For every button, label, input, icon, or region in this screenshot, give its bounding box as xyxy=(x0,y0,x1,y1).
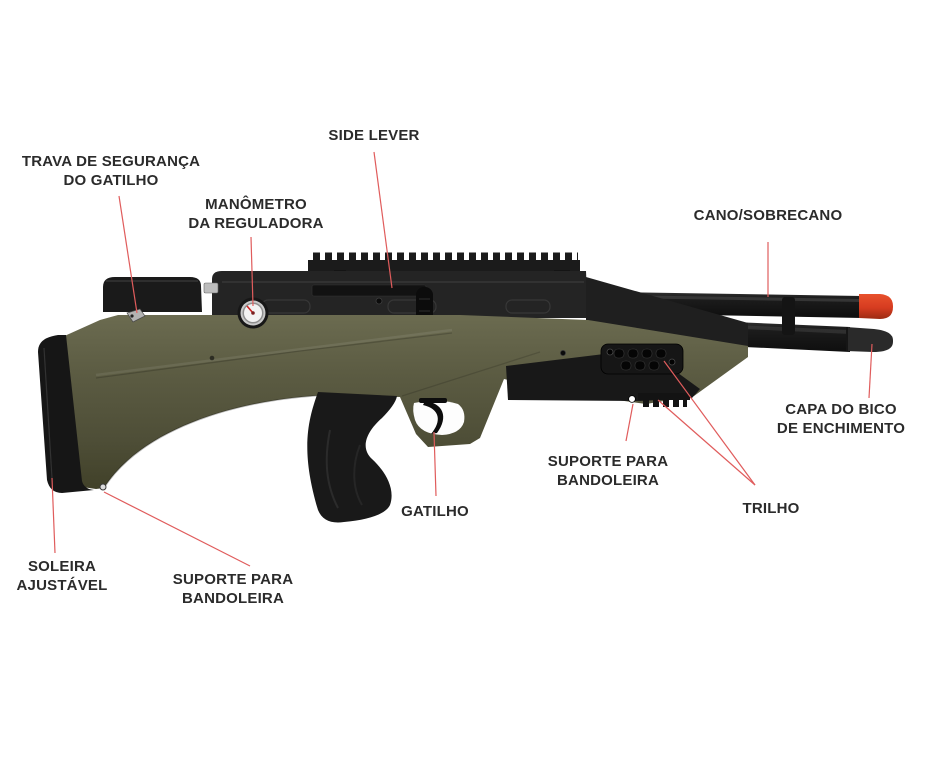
label-trilho: TRILHO xyxy=(742,500,800,517)
barrel-band xyxy=(782,297,795,335)
label-suporte-bandoleira-traseiro: SUPORTE PARA BANDOLEIRA xyxy=(172,571,294,608)
pistol-grip xyxy=(307,392,397,523)
stock-screw xyxy=(560,350,566,356)
leader-trilho-1 xyxy=(663,360,756,486)
leader-trilho-2 xyxy=(657,399,756,486)
trigger-area xyxy=(413,398,465,435)
under-rail xyxy=(638,393,690,400)
front-sling-hole xyxy=(628,395,636,403)
rear-sling-stud xyxy=(99,483,107,491)
label-manometro: MANÔMETRO DA REGULADORA xyxy=(188,196,324,233)
breech-wedge xyxy=(586,277,748,350)
label-trava-seguranca: TRAVA DE SEGURANÇA DO GATILHO xyxy=(21,153,201,190)
leader-side-lever xyxy=(373,151,393,289)
leader-lines xyxy=(51,151,873,567)
receiver-screw xyxy=(375,297,383,305)
leader-manometro xyxy=(250,236,254,307)
butt-pad xyxy=(38,335,94,493)
leader-suporte-traseiro xyxy=(103,491,251,567)
label-cano-sobrecano: CANO/SOBRECANO xyxy=(693,207,843,224)
cheek-rest xyxy=(103,277,219,312)
leader-gatilho xyxy=(433,431,437,497)
label-side-lever: SIDE LEVER xyxy=(328,127,420,144)
fill-port-cap xyxy=(846,327,893,352)
leader-capa xyxy=(868,343,873,399)
stock-screw xyxy=(209,355,215,361)
pressure-gauge xyxy=(237,297,269,329)
label-capa-bico-enchimento: CAPA DO BICO DE ENCHIMENTO xyxy=(776,401,906,438)
safety-catch xyxy=(126,308,146,323)
trigger xyxy=(423,401,444,434)
muzzle-cap-red xyxy=(859,294,893,319)
label-soleira-ajustavel: SOLEIRA AJUSTÁVEL xyxy=(16,558,108,595)
cocking-pin xyxy=(203,282,219,294)
side-rail xyxy=(600,343,684,375)
label-suporte-bandoleira-dianteiro: SUPORTE PARA BANDOLEIRA xyxy=(547,453,669,490)
leader-soleira xyxy=(51,477,56,554)
leader-trava xyxy=(118,195,138,314)
leader-suporte-dianteiro xyxy=(625,403,634,442)
label-gatilho: GATILHO xyxy=(401,503,469,520)
